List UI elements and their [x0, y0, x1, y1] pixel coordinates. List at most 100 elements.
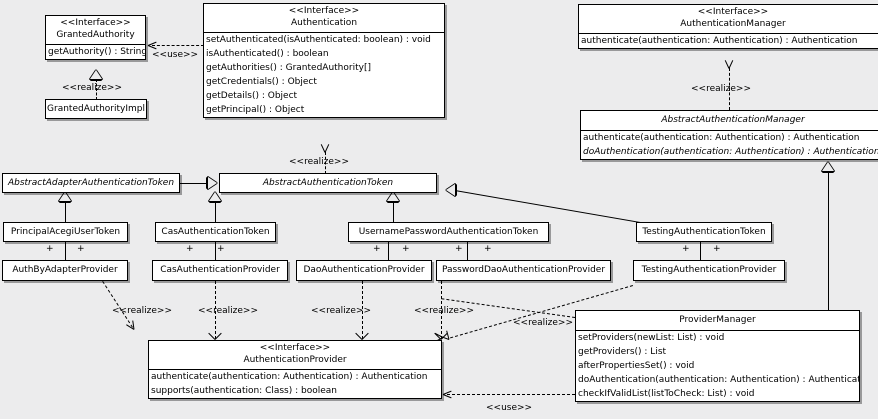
class-method: doAuthentication(authentication: Authent…: [578, 375, 859, 385]
class-header: <<Interface>> Authentication: [204, 4, 444, 32]
class-name: GrantedAuthorityImpl: [47, 103, 145, 114]
label-realize-abstracttoken-authentication: <<realize>>: [289, 157, 349, 167]
class-box-auth-by-adapter-provider[interactable]: AuthByAdapterProvider: [2, 260, 128, 281]
label-realize-passworddao: <<realize>>: [414, 306, 474, 316]
class-box-abstract-authentication-token[interactable]: AbstractAuthenticationToken: [219, 173, 437, 193]
arrowhead-realize-authentication-right: [324, 144, 330, 153]
class-name: TestingAuthenticationToken: [642, 226, 766, 237]
label-use-providermanager: <<use>>: [486, 403, 533, 413]
class-box-testing-authentication-provider[interactable]: TestingAuthenticationProvider: [633, 260, 785, 281]
class-methods-section: setProviders(newList: List) : void getPr…: [576, 330, 859, 401]
assoc-principalacegi-authbyadapter: [65, 241, 66, 260]
class-method: afterPropertiesSet() : void: [578, 361, 695, 371]
line-abstractmanager-realizes-manager: [729, 68, 730, 110]
class-methods-section: setAuthenticated(isAuthenticated: boolea…: [204, 32, 444, 117]
class-name: Authentication: [290, 18, 358, 28]
class-box-granted-authority[interactable]: <<Interface>> GrantedAuthority getAuthor…: [45, 15, 146, 60]
line-abstracttoken-realizes-authentication: [325, 152, 326, 174]
generalization-arrow-abstracttoken-from-testing: [446, 184, 455, 196]
class-box-cas-authentication-provider[interactable]: CasAuthenticationProvider: [152, 260, 288, 281]
class-name: CasAuthenticationProvider: [160, 265, 280, 275]
class-name: AbstractAuthenticationToken: [262, 177, 394, 188]
line-grantedauthorityimpl-to-grantedauthority: [96, 79, 97, 100]
generalization-arrow-grantedauthority: [90, 70, 102, 79]
class-method: getCredentials() : Object: [206, 77, 317, 87]
assoc-marker: +: [713, 244, 721, 254]
class-method: getPrincipal() : Object: [206, 105, 305, 115]
assoc-testingtoken-testingprovider: [700, 241, 701, 260]
assoc-marker: +: [484, 244, 492, 254]
assoc-userpasstoken-passworddaoprovider: [467, 241, 468, 260]
line-providermanager-to-abstractmanager: [828, 171, 829, 311]
class-method: getAuthority() : String: [48, 47, 145, 57]
class-box-principal-acegi-user-token[interactable]: PrincipalAcegiUserToken: [3, 222, 128, 242]
class-stereotype: <<Interface>>: [60, 18, 131, 28]
class-box-testing-authentication-token[interactable]: TestingAuthenticationToken: [636, 222, 772, 242]
class-method: setProviders(newList: List) : void: [578, 333, 725, 343]
class-method: supports(authentication: Class) : boolea…: [151, 386, 337, 396]
class-box-dao-authentication-provider[interactable]: DaoAuthenticationProvider: [296, 260, 432, 281]
class-name: PasswordDaoAuthenticationProvider: [441, 265, 606, 275]
line-providermanager-uses-provider: [447, 394, 575, 395]
line-principalacegi-to-adaptertoken: [65, 201, 66, 222]
class-box-authentication-provider[interactable]: <<Interface>> AuthenticationProvider aut…: [148, 340, 442, 399]
class-box-granted-authority-impl[interactable]: GrantedAuthorityImpl: [45, 99, 147, 119]
class-method: checkIfValidList(listToCheck: List) : vo…: [578, 389, 755, 399]
line-authbyadapter-realizes-provider: [102, 281, 133, 328]
assoc-marker: +: [77, 244, 85, 254]
class-header: <<Interface>> AuthenticationManager: [579, 5, 878, 33]
class-name: CasAuthenticationToken: [161, 226, 270, 237]
class-method: authenticate(authentication: Authenticat…: [581, 36, 858, 46]
class-box-abstract-authentication-manager[interactable]: AbstractAuthenticationManager authentica…: [580, 110, 878, 160]
class-name: UsernamePasswordAuthenticationToken: [358, 226, 539, 237]
class-box-username-password-authentication-token[interactable]: UsernamePasswordAuthenticationToken: [348, 222, 549, 242]
class-header: ProviderManager: [576, 311, 859, 330]
class-method: getAuthorities() : GrantedAuthority[]: [206, 63, 371, 73]
class-name: AbstractAuthenticationManager: [661, 115, 805, 125]
class-box-provider-manager[interactable]: ProviderManager setProviders(newList: Li…: [575, 310, 860, 402]
class-box-abstract-adapter-authentication-token[interactable]: AbstractAdapterAuthenticationToken: [2, 173, 180, 193]
assoc-userpasstoken-daoprovider: [388, 241, 389, 260]
class-method: setAuthenticated(isAuthenticated: boolea…: [206, 35, 431, 45]
label-use-authentication-grantedauthority: <<use>>: [152, 50, 199, 60]
class-box-authentication-manager[interactable]: <<Interface>> AuthenticationManager auth…: [578, 4, 878, 49]
class-name: ProviderManager: [679, 315, 756, 325]
class-name: DaoAuthenticationProvider: [303, 265, 425, 275]
class-box-cas-authentication-token[interactable]: CasAuthenticationToken: [155, 222, 276, 242]
class-header: <<Interface>> GrantedAuthority: [46, 16, 145, 44]
class-stereotype: <<Interface>>: [259, 343, 331, 353]
generalization-arrow-abstracttoken-from-userpass: [387, 192, 399, 201]
assoc-marker: +: [455, 244, 463, 254]
generalization-arrow-adaptertoken: [59, 192, 71, 201]
class-box-password-dao-authentication-provider[interactable]: PasswordDaoAuthenticationProvider: [436, 260, 611, 281]
line-casprovider-realizes-provider: [215, 281, 216, 339]
class-method: isAuthenticated() : boolean: [206, 49, 329, 59]
line-passworddaoprovider-realizes-provider: [441, 281, 442, 339]
assoc-marker: +: [402, 244, 410, 254]
class-name: TestingAuthenticationProvider: [641, 265, 777, 275]
assoc-marker: +: [46, 244, 54, 254]
assoc-castoken-casprovider: [215, 241, 216, 260]
label-realize-grantedauthorityimpl: <<realize>>: [62, 83, 122, 93]
class-method: getProviders() : List: [578, 347, 667, 357]
line-castoken-to-abstracttoken: [215, 201, 216, 222]
assoc-marker: +: [373, 244, 381, 254]
line-daoprovider-realizes-provider: [362, 281, 363, 339]
class-header: <<Interface>> AuthenticationProvider: [149, 341, 441, 369]
generalization-arrow-abstractmanager: [822, 162, 834, 171]
line-authentication-uses-grantedauthority: [152, 45, 204, 46]
class-name: AuthByAdapterProvider: [12, 265, 118, 275]
class-name: AbstractAdapterAuthenticationToken: [7, 177, 175, 188]
class-name: AuthenticationManager: [680, 19, 786, 29]
label-realize-providermanager: <<realize>>: [513, 318, 573, 328]
class-header: AbstractAuthenticationManager: [581, 111, 878, 130]
assoc-marker: +: [682, 244, 690, 254]
arrowhead-realize-provider-authbyadapter-b: [132, 320, 135, 330]
class-methods-section: authenticate(authentication: Authenticat…: [581, 130, 878, 159]
generalization-arrow-abstracttoken-from-cas: [209, 192, 221, 201]
generalization-arrow-abstracttoken-from-adapter: [208, 177, 217, 189]
class-box-authentication[interactable]: <<Interface>> Authentication setAuthenti…: [203, 3, 445, 118]
assoc-marker: +: [217, 244, 225, 254]
class-method: getDetails() : Object: [206, 91, 298, 101]
